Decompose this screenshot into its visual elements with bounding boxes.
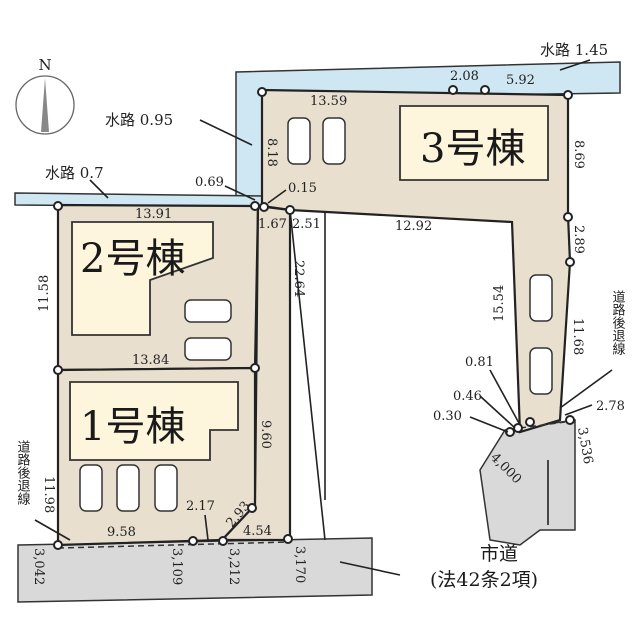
dimension-label: 2.78 (596, 399, 625, 414)
waterway-label: 水路 1.45 (540, 41, 608, 59)
dimension-label: 3,536 (574, 426, 595, 465)
dimension-label: 11.68 (570, 318, 585, 355)
dimension-labels: 2.08 5.92 13.59 8.18 8.69 0.69 0.15 1.67… (31, 69, 625, 585)
setback-label-east: 道路後退線 (610, 290, 626, 355)
waterway-label: 水路 0.95 (105, 111, 173, 129)
waterway-label: 水路 0.7 (45, 164, 104, 182)
building-1-footprint (69, 381, 239, 461)
dimension-label: 11.58 (37, 275, 52, 312)
car-icon (184, 299, 232, 323)
setback-label-west: 道路後退線 (15, 440, 31, 505)
car-icon (184, 337, 232, 361)
dimension-label: 2.51 (292, 217, 321, 232)
dimension-label: 13.59 (310, 94, 347, 109)
car-icon (287, 117, 311, 165)
dimension-label: 0.30 (433, 409, 462, 424)
dimension-label: 3,170 (292, 546, 307, 583)
dimension-label: 0.46 (453, 389, 482, 404)
parking-spaces (79, 117, 553, 512)
dimension-label: 9.60 (258, 420, 273, 449)
dimension-label: 0.15 (288, 181, 317, 196)
dimension-label: 0.69 (195, 175, 224, 190)
building-3-footprint (399, 105, 549, 181)
dimension-label: 2.89 (571, 225, 586, 254)
dimension-label: 8.18 (264, 138, 279, 167)
dimension-label: 3,109 (169, 548, 184, 585)
leader-lines (34, 185, 613, 576)
dimension-label: 3,042 (31, 548, 46, 585)
road-east (479, 419, 576, 546)
car-icon (79, 464, 103, 512)
dimension-label: 13.84 (132, 353, 169, 368)
dimension-label: 12.92 (395, 219, 432, 234)
car-icon (322, 117, 346, 165)
dimension-label: 8.69 (571, 140, 586, 169)
building-1-label: 1号棟 (80, 404, 185, 450)
setback-line (57, 541, 291, 549)
dimension-label: 9.58 (107, 525, 136, 540)
dimension-label: 15.54 (492, 285, 507, 322)
building-2-footprint (71, 221, 214, 336)
dimension-label: 3,212 (226, 548, 241, 585)
car-icon (154, 464, 178, 512)
car-icon (529, 347, 553, 395)
car-icon (529, 274, 553, 322)
dimension-label: 5.92 (506, 73, 535, 88)
dimension-label: 13.91 (135, 207, 172, 222)
setback-line (519, 421, 566, 429)
road-name: 市道 (480, 543, 518, 565)
north-label: N (38, 56, 51, 74)
boundary-markers (53, 85, 575, 550)
dimension-label: 2.08 (450, 69, 479, 84)
dimension-label: 2.17 (186, 499, 215, 514)
building-3-label: 3号棟 (420, 126, 525, 172)
dimension-label: 1.67 (258, 217, 287, 232)
north-compass: N (15, 56, 75, 135)
dimension-label: 0.81 (465, 355, 494, 370)
dimension-label: 22.64 (291, 260, 306, 297)
dimension-label: 11.98 (41, 476, 56, 513)
car-icon (116, 464, 140, 512)
building-2-label: 2号棟 (80, 236, 185, 282)
dimension-label: 4.54 (243, 524, 272, 539)
lot-flag-strip (219, 204, 292, 542)
road-law-class: (法42条2項) (430, 569, 538, 591)
road-edge-line (289, 209, 326, 541)
